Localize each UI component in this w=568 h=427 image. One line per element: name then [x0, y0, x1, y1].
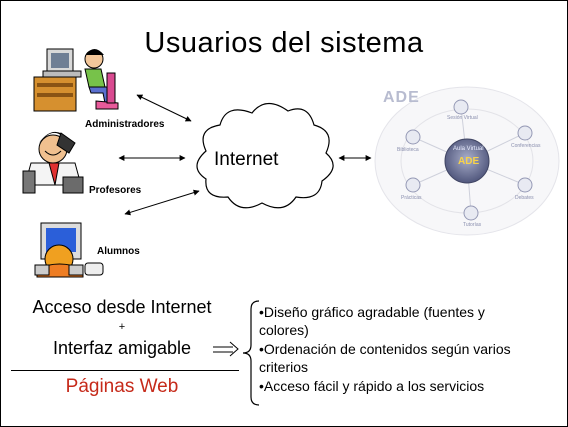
student-at-computer-icon	[34, 222, 104, 278]
student-arrow	[124, 189, 200, 216]
ade-node-sesion: Sesión Virtual	[447, 115, 478, 121]
bullet-line: •Diseño gráfico agradable (fuentes y	[259, 304, 485, 320]
role-label-administradores: Administradores	[85, 119, 165, 130]
access-from-internet: Acceso desde Internet	[32, 297, 212, 317]
divider-line	[11, 370, 239, 371]
bullet-line: colores)	[259, 322, 309, 338]
ade-node-biblioteca: Biblioteca	[397, 147, 419, 153]
bullet-line: •Ordenación de contenidos según varios	[259, 341, 511, 357]
admin-arrow	[136, 94, 192, 122]
teacher-on-phone-icon	[22, 131, 84, 194]
brace	[242, 300, 260, 406]
internet-cloud	[196, 102, 334, 209]
ade-node-tutorias: Tutorías	[463, 222, 482, 228]
ade-logo: ADE	[383, 89, 420, 106]
ade-node-conferencias: Conferencias	[511, 143, 541, 149]
role-label-alumnos: Alumnos	[97, 246, 140, 257]
ade-center-top: Aula Virtual	[453, 146, 484, 152]
plus-sign: +	[118, 321, 126, 333]
ade-diagram	[374, 86, 560, 236]
implies-arrow	[213, 341, 239, 357]
internet-label: Internet	[214, 149, 279, 170]
role-label-profesores: Profesores	[89, 185, 142, 196]
bullet-line: •Acceso fácil y rápido a los servicios	[259, 378, 485, 394]
bullet-line: criterios	[259, 359, 309, 375]
admin-at-computer-icon	[33, 48, 119, 112]
ade-node-debates: Debates	[515, 195, 534, 201]
ade-center: ADE	[458, 156, 480, 167]
ade-node-practicas: Prácticas	[401, 195, 422, 201]
web-pages-label: Páginas Web	[65, 376, 179, 397]
slide-title: Usuarios del sistema	[144, 27, 424, 59]
friendly-interface: Interfaz amigable	[52, 338, 192, 358]
